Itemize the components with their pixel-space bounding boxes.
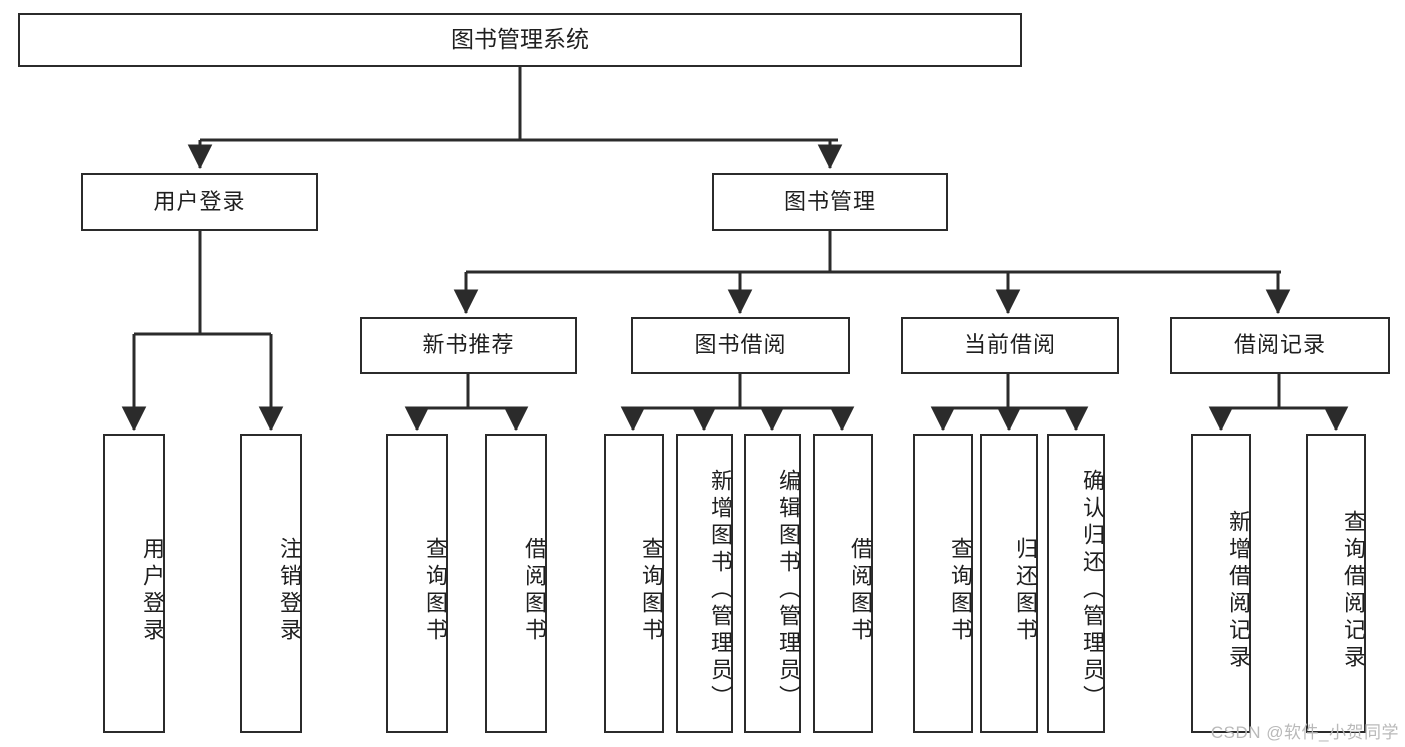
node-label: 注销登录 (277, 536, 302, 645)
leaf-confirm-return-admin[interactable]: 确认归还（管理员） (1047, 434, 1105, 733)
leaf-borrow-book-newbook[interactable]: 借阅图书 (485, 434, 547, 733)
node-label: 新书推荐 (422, 332, 515, 358)
leaf-query-book-newbook[interactable]: 查询图书 (386, 434, 448, 733)
leaf-query-borrow-record[interactable]: 查询借阅记录 (1306, 434, 1366, 733)
leaf-borrow-book[interactable]: 借阅图书 (813, 434, 873, 733)
node-label: 查询图书 (423, 536, 448, 645)
node-label: 编辑图书（管理员） (776, 469, 801, 712)
leaf-query-book-borrow[interactable]: 查询图书 (604, 434, 664, 733)
leaf-query-book-current[interactable]: 查询图书 (913, 434, 973, 733)
node-label: 借阅图书 (522, 536, 547, 645)
node-root-system[interactable]: 图书管理系统 (18, 13, 1022, 67)
node-label: 查询图书 (948, 536, 973, 645)
node-user-login[interactable]: 用户登录 (81, 173, 318, 231)
node-label: 新增借阅记录 (1226, 509, 1251, 672)
node-label: 查询借阅记录 (1341, 509, 1366, 672)
leaf-edit-book-admin[interactable]: 编辑图书（管理员） (744, 434, 801, 733)
node-book-borrow[interactable]: 图书借阅 (631, 317, 850, 374)
node-label: 查询图书 (639, 536, 664, 645)
leaf-return-book[interactable]: 归还图书 (980, 434, 1038, 733)
leaf-logout[interactable]: 注销登录 (240, 434, 302, 733)
node-label: 确认归还（管理员） (1080, 469, 1105, 712)
node-label: 用户登录 (140, 536, 165, 645)
node-label: 当前借阅 (963, 332, 1056, 358)
node-label: 图书管理 (783, 188, 876, 214)
leaf-add-book-admin[interactable]: 新增图书（管理员） (676, 434, 733, 733)
node-label: 新增图书（管理员） (708, 469, 733, 712)
node-label: 归还图书 (1013, 536, 1038, 645)
leaf-user-login[interactable]: 用户登录 (103, 434, 165, 733)
node-label: 借阅记录 (1233, 332, 1326, 358)
watermark: CSDN @软件_小贺同学 (1210, 723, 1399, 742)
node-label: 用户登录 (153, 188, 246, 214)
node-current-borrow[interactable]: 当前借阅 (901, 317, 1119, 374)
node-label: 借阅图书 (848, 536, 873, 645)
node-label: 图书借阅 (694, 332, 787, 358)
leaf-add-borrow-record[interactable]: 新增借阅记录 (1191, 434, 1251, 733)
node-label: 图书管理系统 (451, 26, 589, 53)
node-book-management[interactable]: 图书管理 (712, 173, 948, 231)
node-new-book-recommend[interactable]: 新书推荐 (360, 317, 577, 374)
node-borrow-record[interactable]: 借阅记录 (1170, 317, 1390, 374)
